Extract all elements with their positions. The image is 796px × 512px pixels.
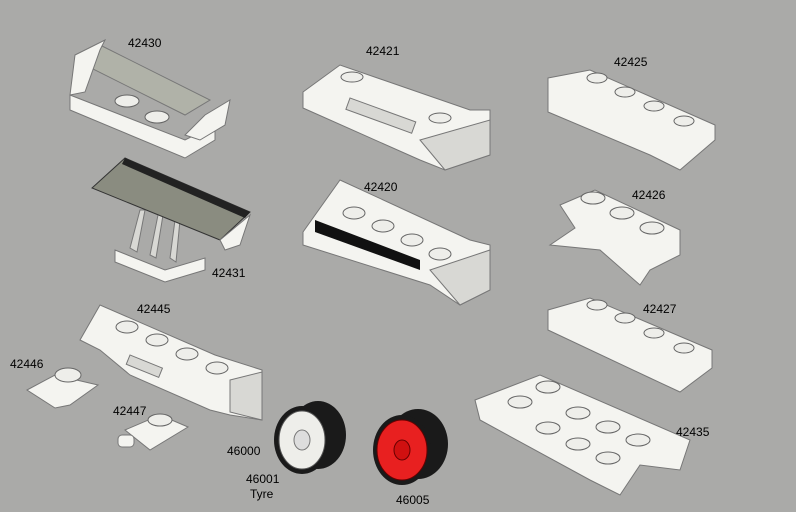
part-label-42425: 42425 [614,55,648,69]
part-42426 [548,189,681,286]
part-label-42430: 42430 [128,36,162,50]
part-42425 [547,69,716,171]
part-label-42445: 42445 [137,302,171,316]
part-sublabel-tyre: Tyre [250,487,274,501]
part-42435 [474,374,691,496]
part-label-42420: 42420 [364,180,398,194]
part-46005-wheel [373,409,448,485]
part-42445 [79,304,263,421]
part-label-46005: 46005 [396,493,430,507]
part-label-42435: 42435 [676,425,710,439]
part-label-42426: 42426 [632,188,666,202]
part-label-46001: 46001 [246,472,280,486]
part-label-42427: 42427 [643,302,677,316]
part-label-42431: 42431 [212,266,246,280]
part-label-42447: 42447 [113,404,147,418]
part-42420 [302,179,491,306]
part-42427 [547,297,713,393]
part-label-42421: 42421 [366,44,400,58]
part-46000-wheel [274,401,346,474]
part-42446 [26,367,100,409]
part-42431 [91,157,252,283]
part-label-46000: 46000 [227,444,261,458]
part-42421 [302,64,491,171]
part-42447 [117,413,190,451]
part-42430 [69,38,231,159]
part-label-42446: 42446 [10,357,44,371]
